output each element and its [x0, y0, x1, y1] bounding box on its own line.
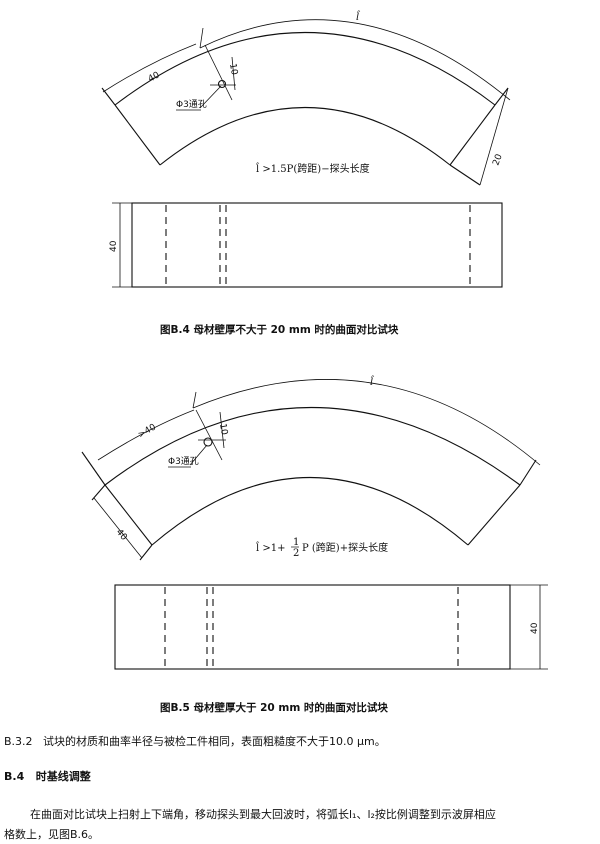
fig-b4-dim-40-line — [102, 43, 197, 93]
fig-b5-flat-block — [114, 584, 548, 670]
fig-b4-hole-icon — [217, 79, 227, 89]
fig-b5-arc-label: l̂ — [370, 376, 374, 388]
fig-b4-inner-arc — [159, 107, 451, 166]
fig-b4-left-edge — [114, 104, 161, 166]
fig-b5-outer-arc — [104, 406, 521, 486]
fig-b4-hole-label: Φ3通孔 — [176, 99, 207, 110]
section-b32-body: 试块的材质和曲率半径与被检工件相同，表面粗糙度不大于10.0 μm。 — [43, 735, 386, 748]
fig-b5-dim-40-line — [93, 497, 143, 559]
fig-b5-formula-den: 2 — [293, 548, 299, 559]
fig-b4-outer-arc — [114, 31, 496, 106]
fig-b5-right-edge — [467, 484, 521, 546]
fig-b5-arc-dimension — [192, 379, 541, 466]
fig-b4-caption: 图B.4 母材壁厚不大于 20 mm 时的曲面对比试块 — [160, 324, 399, 336]
fig-b5-caption: 图B.5 母材壁厚大于 20 mm 时的曲面对比试块 — [160, 702, 388, 714]
fig-b4-formula: l̂ >1.5P(跨距)−探头长度 — [255, 162, 369, 175]
section-b4-heading: B.4 时基线调整 — [4, 768, 91, 784]
fig-b5-formula-prefix: l̂ >1+ — [255, 542, 285, 554]
fig-b5-hole-icon — [203, 437, 213, 447]
section-b4-title: 时基线调整 — [35, 770, 91, 783]
fig-b4-dim-20-line — [479, 87, 509, 186]
fig-b5-dim-10: 10 — [217, 423, 229, 436]
fig-b5-dim-40: 40 — [114, 528, 129, 543]
section-b4-number: B.4 — [4, 770, 25, 783]
fig-b5-left-edge — [104, 484, 153, 546]
fig-b5-dim-gt40-line — [97, 409, 195, 461]
fig-b4-arc-dimension — [199, 19, 511, 101]
fig-b4-arc-label: l̂ — [356, 11, 360, 23]
fig-b4-dim-20: 20 — [491, 153, 504, 167]
fig-b4-curved-block — [101, 19, 511, 186]
fig-b5-dim-gt40: >40 — [137, 422, 159, 440]
fig-b5-inner-arc — [151, 476, 469, 546]
section-b32-number: B.3.2 — [4, 735, 33, 748]
paragraph-line-1: 在曲面对比试块上扫射上下端角，移动探头到最大回波时，将弧长l₁、l₂按比例调整到… — [30, 808, 496, 821]
fig-b5-flat-rect — [114, 584, 511, 670]
fig-b4-dim-10: 10 — [227, 63, 239, 76]
fig-b5-formula-num: 1 — [293, 537, 299, 548]
fig-b4-dim-40: 40 — [147, 70, 162, 84]
fig-b5-block-dim: 40 — [530, 622, 540, 634]
fig-b4-flat-rect — [131, 202, 503, 288]
fig-b5-curved-block — [81, 379, 541, 561]
paragraph-line-2: 格数上，见图B.6。 — [4, 828, 100, 841]
fig-b5-formula-suffix: P (跨距)+探头长度 — [302, 541, 388, 554]
fig-b5-hole-label: Φ3通孔 — [168, 456, 199, 467]
section-b32: B.3.2 试块的材质和曲率半径与被检工件相同，表面粗糙度不大于10.0 μm。 — [4, 733, 386, 749]
fig-b4-flat-block — [112, 202, 503, 288]
fig-b4-right-edge — [449, 104, 496, 166]
fig-b4-block-dim: 40 — [109, 240, 119, 252]
